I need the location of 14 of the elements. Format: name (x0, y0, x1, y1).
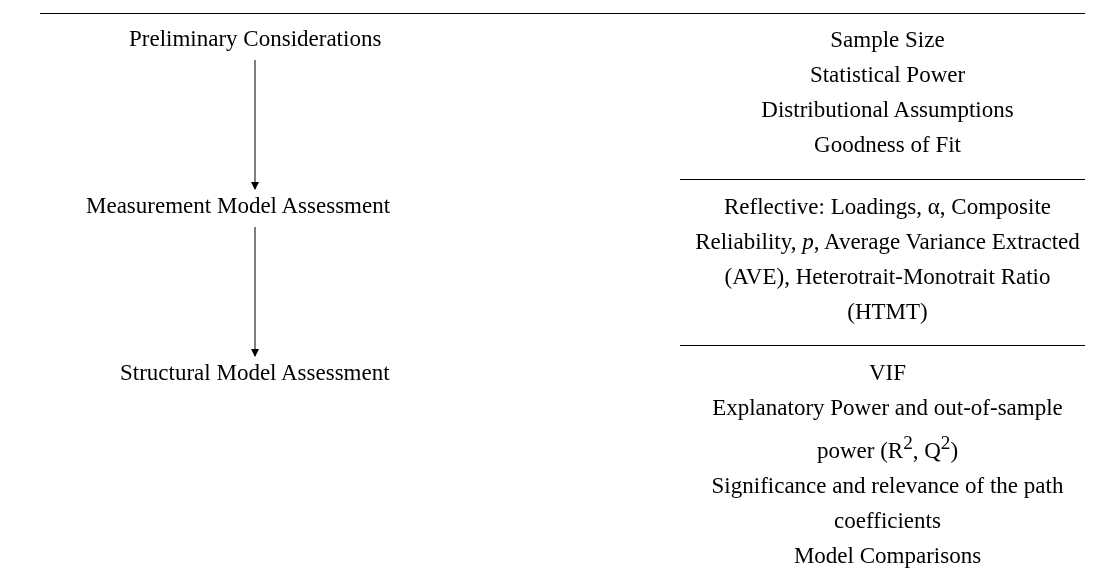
criteria-text: Sample Size (829, 26, 946, 54)
criteria-text: Reflective: Loadings, α, Composite Reliability, p, Average Variance Extracted (AVE), Heterotrait-Monotrait Ratio (HTMT) (694, 193, 1081, 326)
criteria-text: Model Comparisons (792, 541, 983, 570)
criteria-text: Explanatory Power and out-of-sample power (R$^{2}$, Q$^{2}$) (711, 394, 1064, 465)
criteria-text: VIF (867, 359, 908, 387)
criteria-text: Significance and relevance of the path coefficients (710, 471, 1065, 535)
criteria-text: Statistical Power (808, 61, 967, 89)
arrow (251, 226, 259, 357)
step-label: Preliminary Considerations (129, 24, 382, 54)
arrow (251, 59, 259, 190)
step-label: Measurement Model Assessment (86, 191, 391, 221)
criteria-text: Goodness of Fit (813, 131, 962, 159)
criteria-text: Distributional Assumptions (760, 96, 1015, 124)
step-label: Structural Model Assessment (120, 358, 390, 388)
